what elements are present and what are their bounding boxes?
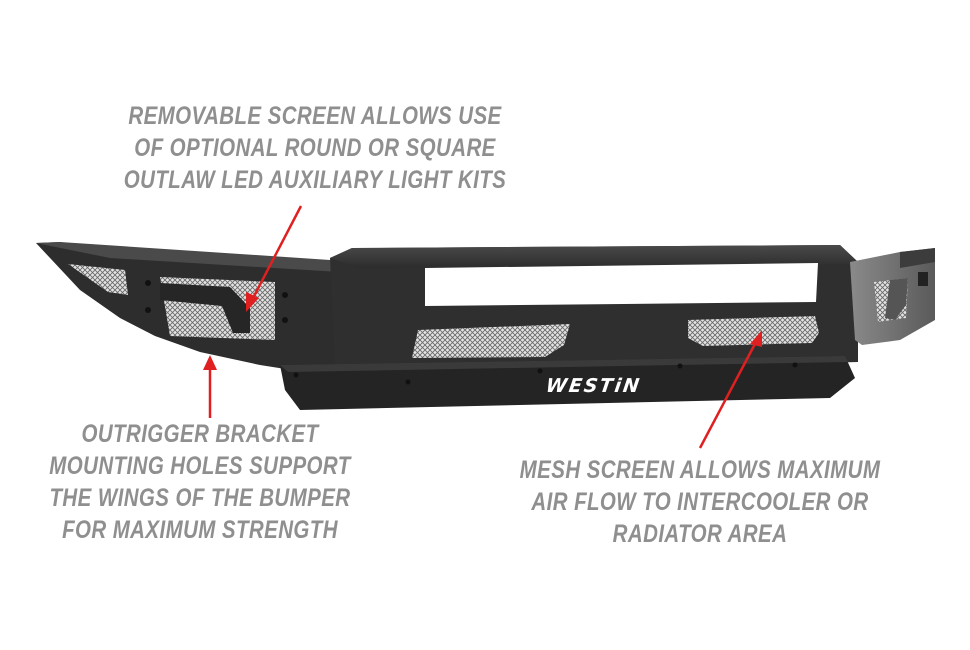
skid-plate bbox=[280, 356, 855, 410]
arrow-top bbox=[246, 205, 303, 312]
callout-line: OUTRIGGER BRACKET bbox=[81, 420, 319, 448]
callout-line: FOR MAXIMUM STRENGTH bbox=[62, 516, 338, 544]
callout-mesh-screen: MESH SCREEN ALLOWS MAXIMUM AIR FLOW TO I… bbox=[487, 454, 913, 550]
callout-line: RADIATOR AREA bbox=[612, 520, 788, 548]
callout-line: AIR FLOW TO INTERCOOLER OR bbox=[531, 488, 869, 516]
callout-line: MOUNTING HOLES SUPPORT bbox=[49, 452, 351, 480]
arrow-right bbox=[698, 330, 762, 449]
westin-logo: WESTiN bbox=[544, 375, 643, 397]
callout-line: MESH SCREEN ALLOWS MAXIMUM bbox=[519, 456, 881, 484]
arrow-left bbox=[203, 355, 217, 418]
center-section bbox=[330, 245, 858, 375]
callout-outrigger-bracket: OUTRIGGER BRACKET MOUNTING HOLES SUPPORT… bbox=[11, 418, 388, 546]
callout-line: OF OPTIONAL ROUND OR SQUARE bbox=[134, 134, 496, 162]
left-wing bbox=[36, 242, 350, 376]
right-wing bbox=[850, 248, 935, 345]
callout-line: THE WINGS OF THE BUMPER bbox=[49, 484, 351, 512]
callout-line: OUTLAW LED AUXILIARY LIGHT KITS bbox=[123, 166, 507, 194]
callout-removable-screen: REMOVABLE SCREEN ALLOWS USE OF OPTIONAL … bbox=[102, 100, 528, 196]
callout-line: REMOVABLE SCREEN ALLOWS USE bbox=[128, 102, 502, 130]
